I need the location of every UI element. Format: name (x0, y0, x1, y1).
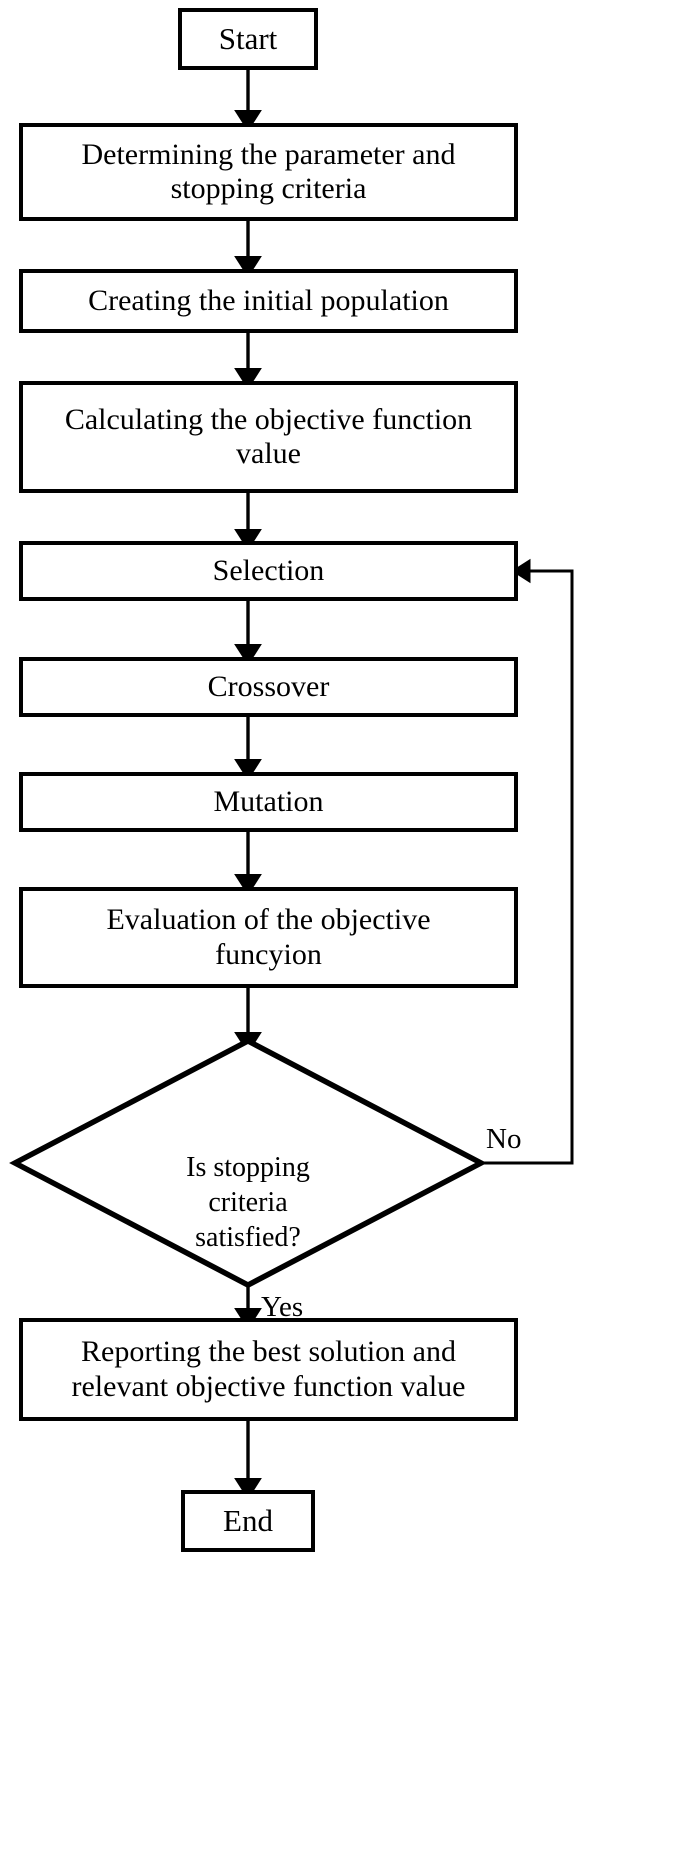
node-start[interactable]: Start (178, 8, 318, 70)
node-decision-stopping-criteria[interactable]: Is stopping criteria satisfied? (148, 1115, 348, 1255)
node-crossover[interactable]: Crossover (19, 657, 518, 717)
node-selection[interactable]: Selection (19, 541, 518, 601)
edge-label-yes-text: Yes (261, 1291, 304, 1323)
node-start-label: Start (218, 21, 278, 57)
node-end[interactable]: End (181, 1490, 315, 1552)
node-end-label: End (223, 1503, 273, 1539)
node-evaluation-objective-function-label: Evaluation of the objective funcyion (106, 903, 431, 971)
node-calculating-objective-function-label: Calculating the objective function value (64, 402, 473, 470)
node-creating-initial-population-label: Creating the initial population (88, 283, 449, 317)
edge-label-no-text: No (486, 1123, 522, 1155)
node-creating-initial-population[interactable]: Creating the initial population (19, 269, 518, 333)
node-reporting-best-solution-label: Reporting the best solution and relevant… (71, 1335, 466, 1403)
node-mutation-label: Mutation (213, 784, 324, 818)
node-determining-parameters-label: Determining the parameter and stopping c… (81, 137, 456, 205)
node-determining-parameters[interactable]: Determining the parameter and stopping c… (19, 123, 518, 221)
edge-label-no: No (486, 1125, 521, 1154)
node-mutation[interactable]: Mutation (19, 772, 518, 832)
node-calculating-objective-function[interactable]: Calculating the objective function value (19, 381, 518, 493)
node-selection-label: Selection (212, 553, 325, 587)
node-reporting-best-solution[interactable]: Reporting the best solution and relevant… (19, 1318, 518, 1421)
node-crossover-label: Crossover (207, 669, 330, 703)
node-decision-stopping-criteria-label: Is stopping criteria satisfied? (186, 1152, 310, 1253)
node-evaluation-objective-function[interactable]: Evaluation of the objective funcyion (19, 887, 518, 988)
edge-label-yes: Yes (261, 1293, 303, 1322)
